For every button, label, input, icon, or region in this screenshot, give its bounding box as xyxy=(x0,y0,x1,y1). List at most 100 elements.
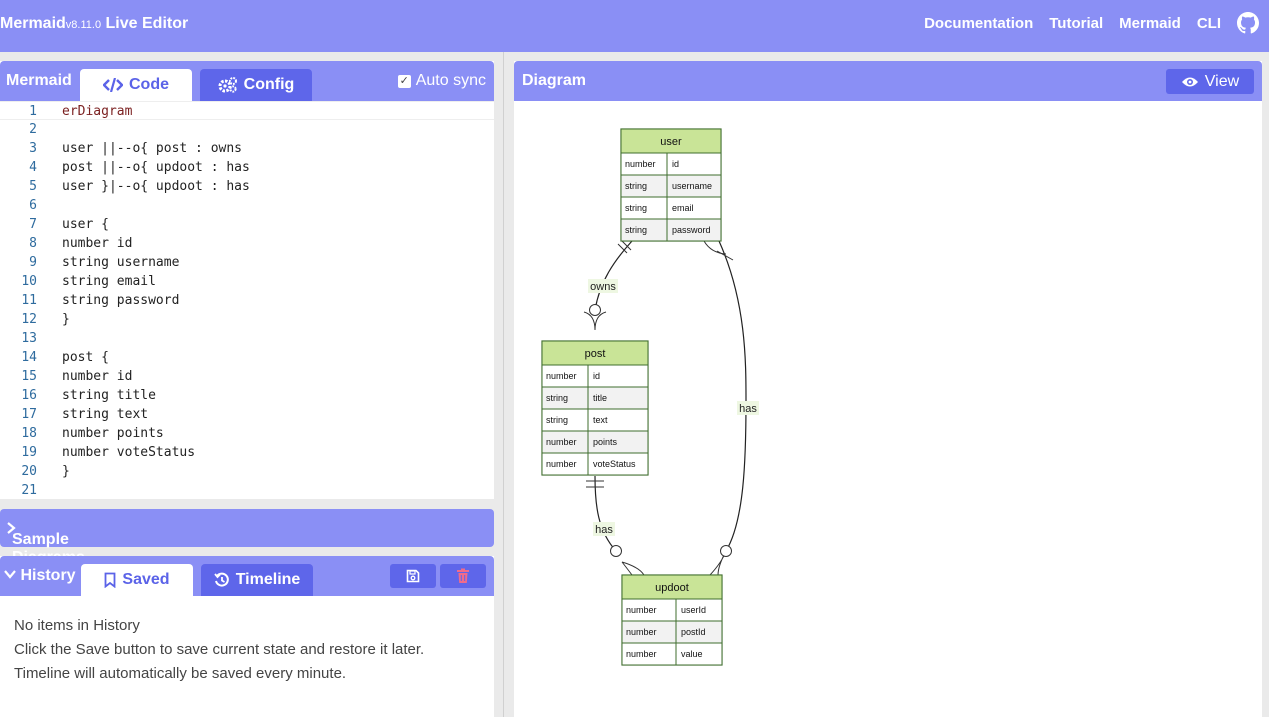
code-line-text: number id xyxy=(62,236,133,251)
code-line-text: string password xyxy=(62,293,180,308)
relationship-label-user-updoot: has xyxy=(739,403,757,415)
tab-code[interactable]: Code xyxy=(80,69,192,101)
tab-timeline-label: Timeline xyxy=(235,571,301,588)
gears-icon xyxy=(218,77,237,93)
history-panel: History Saved Timeline xyxy=(0,556,494,717)
line-number: 18 xyxy=(21,426,37,441)
top-navbar: Mermaidv8.11.0 Live Editor Documentation… xyxy=(0,0,1269,52)
code-line[interactable]: 8 number id xyxy=(0,234,494,253)
code-line-text: user }|--o{ updoot : has xyxy=(62,179,250,194)
brand-name: Mermaid xyxy=(0,15,66,32)
code-line-text: } xyxy=(62,312,70,327)
line-number: 20 xyxy=(21,464,37,479)
code-line-text: post ||--o{ updoot : has xyxy=(62,160,250,175)
tab-saved[interactable]: Saved xyxy=(81,564,193,596)
code-line[interactable]: 21 xyxy=(0,481,494,500)
attribute-name: password xyxy=(672,225,711,235)
line-number: 9 xyxy=(29,255,37,270)
attribute-name: id xyxy=(593,371,600,381)
line-number: 11 xyxy=(21,293,37,308)
delete-button[interactable] xyxy=(440,564,486,588)
code-line-text: number voteStatus xyxy=(62,445,196,460)
history-toggle[interactable]: History xyxy=(4,567,76,585)
entity-attribute-row xyxy=(621,642,723,666)
nav-tutorial[interactable]: Tutorial xyxy=(1049,14,1104,32)
line-number: 3 xyxy=(29,141,37,156)
line-number: 1 xyxy=(29,104,37,119)
relationship-label-post-updoot: has xyxy=(595,524,613,536)
chevron-right-icon xyxy=(7,522,16,534)
eye-icon xyxy=(1181,77,1198,86)
code-icon xyxy=(103,78,123,92)
auto-sync-toggle[interactable]: ✓ Auto sync xyxy=(397,72,486,90)
history-title: History xyxy=(20,567,76,584)
tab-config[interactable]: Config xyxy=(200,69,312,101)
tab-saved-label: Saved xyxy=(122,571,170,588)
attribute-type: number xyxy=(626,627,657,637)
code-line[interactable]: 3 user ||--o{ post : owns xyxy=(0,139,494,158)
auto-sync-checkbox[interactable]: ✓ xyxy=(397,74,411,88)
nav-mermaid[interactable]: Mermaid xyxy=(1119,14,1181,32)
view-button-label: View xyxy=(1204,72,1240,90)
history-panel-header: History Saved Timeline xyxy=(0,556,494,596)
attribute-type: number xyxy=(625,159,656,169)
nav-links: Documentation Tutorial Mermaid CLI xyxy=(924,12,1259,34)
sample-diagrams-toggle[interactable]: Sample Diagrams xyxy=(0,509,494,566)
line-number: 6 xyxy=(29,198,37,213)
view-button[interactable]: View xyxy=(1166,69,1254,94)
tab-code-label: Code xyxy=(129,76,169,93)
code-line-text: user ||--o{ post : owns xyxy=(62,141,243,156)
attribute-name: points xyxy=(593,437,618,447)
attribute-type: number xyxy=(546,437,577,447)
line-number: 8 xyxy=(29,236,37,251)
line-number: 7 xyxy=(29,217,37,232)
nav-cli[interactable]: CLI xyxy=(1196,14,1221,32)
code-line[interactable]: 13 xyxy=(0,329,494,348)
code-line[interactable]: 2 xyxy=(0,120,494,139)
code-line[interactable]: 12} xyxy=(0,310,494,329)
line-number: 12 xyxy=(21,312,37,327)
code-line[interactable]: 11 string password xyxy=(0,291,494,310)
code-line[interactable]: 6 xyxy=(0,196,494,215)
app-brand[interactable]: Mermaidv8.11.0 Live Editor xyxy=(0,15,188,33)
history-icon xyxy=(213,572,229,587)
save-button[interactable] xyxy=(390,564,436,588)
history-empty-title: No items in History xyxy=(14,617,140,634)
diagram-title: Diagram xyxy=(522,72,587,89)
tab-config-label: Config xyxy=(243,76,295,93)
entity-attribute-row xyxy=(541,452,649,476)
attribute-type: string xyxy=(546,393,568,403)
entity-attribute-row xyxy=(620,218,722,242)
line-number: 16 xyxy=(21,388,37,403)
line-number: 17 xyxy=(21,407,37,422)
code-line[interactable]: 20} xyxy=(0,462,494,481)
github-icon[interactable] xyxy=(1237,12,1259,34)
nav-documentation[interactable]: Documentation xyxy=(924,14,1034,32)
brand-version: v8.11.0 xyxy=(65,19,102,31)
line-number: 10 xyxy=(21,274,37,289)
attribute-name: email xyxy=(672,203,694,213)
tab-timeline[interactable]: Timeline xyxy=(201,564,313,596)
attribute-type: number xyxy=(546,459,577,469)
attribute-type: string xyxy=(625,225,647,235)
trash-icon xyxy=(457,568,469,583)
entity-name: user xyxy=(660,136,682,148)
entity-name: post xyxy=(585,348,606,360)
